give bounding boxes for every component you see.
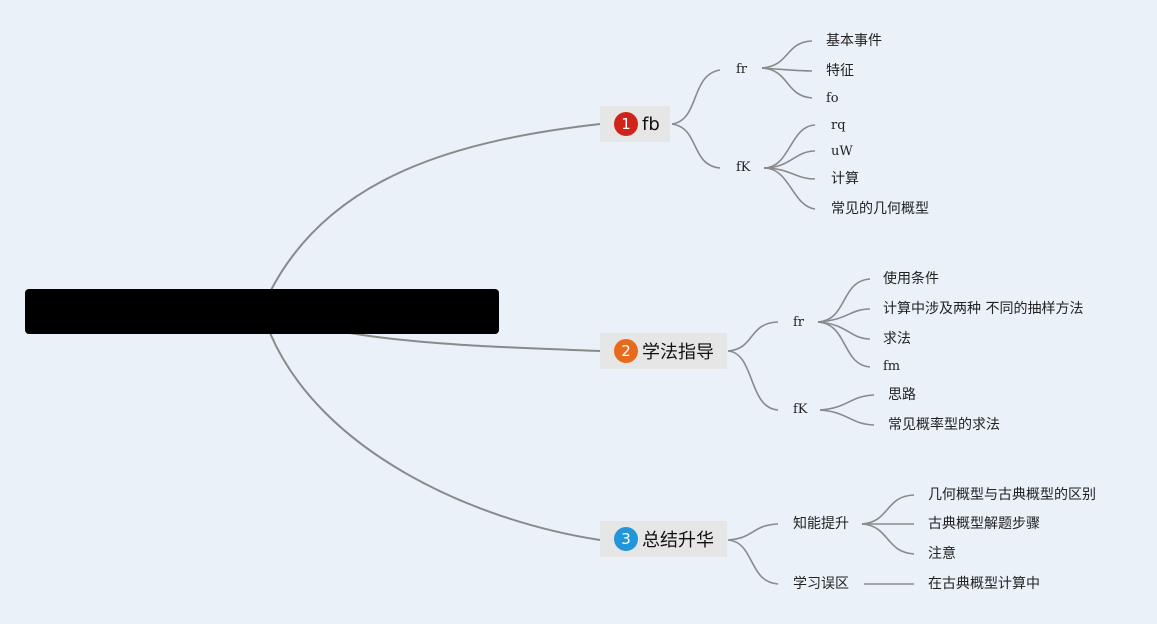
connector-b1c2-l4: [763, 167, 816, 210]
b1c1-leaf-1[interactable]: 基本事件: [826, 33, 882, 49]
branch-1-label: fb: [642, 113, 660, 135]
connector-root-b3: [269, 332, 601, 541]
b2c1-leaf-4[interactable]: fm: [883, 359, 901, 374]
branch-3-label: 总结升华: [642, 530, 714, 551]
b3-child-2[interactable]: 学习误区: [793, 576, 849, 592]
connector-b3-c1: [727, 523, 779, 541]
badge-3: 3: [614, 527, 638, 551]
b2c1-leaf-2[interactable]: 计算中涉及两种 不同的抽样方法: [883, 301, 1084, 317]
branch-2-label: 学法指导: [642, 342, 714, 363]
connector-b1c1-l1: [761, 40, 813, 69]
connector-b3c1-l1: [861, 494, 915, 525]
connector-b2c2-l2: [819, 409, 875, 426]
connector-b2c1-l3: [817, 321, 871, 340]
b2c2-leaf-2[interactable]: 常见概率型的求法: [888, 417, 1000, 433]
connector-b2-c1: [727, 321, 779, 352]
connector-b3-c2: [727, 539, 779, 585]
connector-b1-c2: [671, 123, 721, 169]
b1c1-leaf-3[interactable]: fo: [826, 91, 839, 106]
badge-2: 2: [614, 339, 638, 363]
connector-b1c1-l3: [761, 67, 813, 99]
connector-b3c1-l3: [861, 523, 915, 555]
connector-b2c1-l4: [817, 321, 871, 368]
connector-b1c2-l2: [763, 150, 816, 169]
badge-1: 1: [614, 112, 638, 136]
branch-3-node[interactable]: 3 总结升华: [600, 521, 727, 557]
b1-child-1[interactable]: fr: [736, 62, 748, 77]
b1c2-leaf-3[interactable]: 计算: [831, 171, 859, 187]
b1c2-leaf-2[interactable]: uW: [831, 144, 853, 159]
b1c2-leaf-1[interactable]: rq: [831, 118, 846, 133]
b2-child-1[interactable]: fr: [793, 315, 805, 330]
b2c2-leaf-1[interactable]: 思路: [888, 387, 916, 403]
connector-root-b2: [349, 332, 601, 352]
branch-2-node[interactable]: 2 学法指导: [600, 333, 727, 369]
b3c2-leaf-1[interactable]: 在古典概型计算中: [928, 576, 1040, 592]
connector-b2c1-l2: [817, 308, 871, 323]
connector-b2c2-l1: [819, 394, 875, 411]
branch-1-node[interactable]: 1 fb: [600, 106, 670, 142]
root-node[interactable]: [25, 289, 499, 334]
connector-root-b1: [269, 123, 601, 293]
b2c1-leaf-1[interactable]: 使用条件: [883, 271, 939, 287]
connector-b2-c2: [727, 350, 779, 411]
b3-child-1[interactable]: 知能提升: [793, 516, 849, 532]
b3c1-leaf-1[interactable]: 几何概型与古典概型的区别: [928, 487, 1096, 503]
b1c1-leaf-2[interactable]: 特征: [826, 63, 854, 79]
connector-b1-c1: [671, 69, 721, 125]
b3c1-leaf-2[interactable]: 古典概型解题步骤: [928, 516, 1040, 532]
b1c2-leaf-4[interactable]: 常见的几何概型: [831, 201, 929, 217]
b2c1-leaf-3[interactable]: 求法: [883, 331, 911, 347]
b3c1-leaf-3[interactable]: 注意: [928, 546, 956, 562]
b1-child-2[interactable]: fK: [736, 160, 751, 175]
b2-child-2[interactable]: fK: [793, 402, 808, 417]
